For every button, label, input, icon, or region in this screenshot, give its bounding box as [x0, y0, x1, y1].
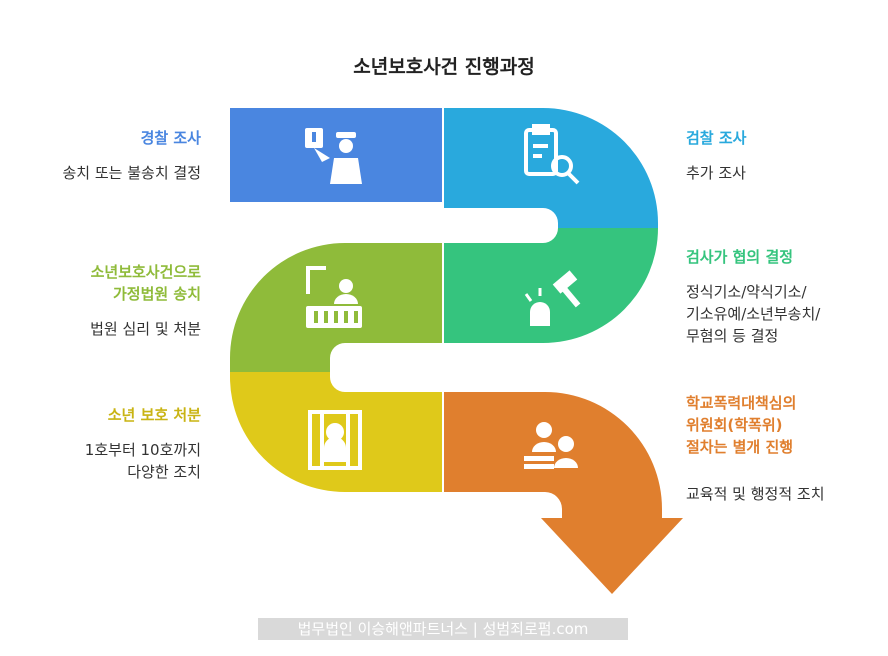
label-family-court-heading-2: 가정법원 송치 — [112, 285, 201, 303]
step-school-committee-arrow — [443, 392, 683, 594]
police-officer-icon — [305, 128, 362, 184]
step-prosecution-block — [443, 108, 658, 228]
step-police-block — [230, 108, 443, 202]
jail-icon — [308, 410, 362, 470]
label-prosecution-desc: 추가 조사 — [686, 164, 746, 182]
label-school-heading-2: 위원회(학폭위) — [686, 416, 783, 434]
label-family-court: 소년보호사건으로 가정법원 송치 법원 심리 및 처분 — [90, 261, 201, 340]
label-police-desc: 송치 또는 불송치 결정 — [62, 164, 201, 182]
meeting-icon — [524, 422, 578, 469]
document-search-icon — [524, 124, 580, 185]
courtroom-icon — [306, 266, 362, 328]
label-school-desc: 교육적 및 행정적 조치 — [686, 485, 825, 503]
gavel-icon — [524, 270, 581, 326]
label-disposition-heading: 소년 보호 처분 — [107, 406, 201, 424]
label-prosecution-heading: 검찰 조사 — [686, 129, 747, 147]
watermark: 법무법인 이승해앤파트너스 | 성범죄로펌.com — [258, 618, 628, 640]
label-family-court-heading-1: 소년보호사건으로 — [90, 263, 201, 281]
label-decision: 검사가 협의 결정 정식기소/약식기소/ 기소유예/소년부송치/ 무혐의 등 결… — [686, 246, 820, 347]
label-decision-heading: 검사가 협의 결정 — [686, 248, 794, 266]
label-disposition-desc-1: 1호부터 10호까지 — [84, 441, 201, 459]
label-police: 경찰 조사 송치 또는 불송치 결정 — [62, 127, 201, 184]
label-disposition: 소년 보호 처분 1호부터 10호까지 다양한 조치 — [85, 404, 201, 483]
label-decision-desc-2: 기소유예/소년부송치/ — [686, 305, 821, 323]
label-prosecution: 검찰 조사 추가 조사 — [686, 127, 746, 184]
label-decision-desc-3: 무혐의 등 결정 — [686, 327, 779, 345]
label-school-heading-1: 학교폭력대책심의 — [686, 394, 797, 412]
label-school-committee: 학교폭력대책심의 위원회(학폭위) 절차는 별개 진행 교육적 및 행정적 조치 — [686, 392, 825, 505]
label-disposition-desc-2: 다양한 조치 — [127, 463, 201, 481]
step-decision-block — [443, 228, 658, 343]
label-family-court-desc: 법원 심리 및 처분 — [90, 320, 201, 338]
label-decision-desc-1: 정식기소/약식기소/ — [686, 283, 807, 301]
label-school-heading-3: 절차는 별개 진행 — [686, 438, 794, 456]
label-police-heading: 경찰 조사 — [140, 129, 201, 147]
diagram-title: 소년보호사건 진행과정 — [353, 56, 535, 78]
